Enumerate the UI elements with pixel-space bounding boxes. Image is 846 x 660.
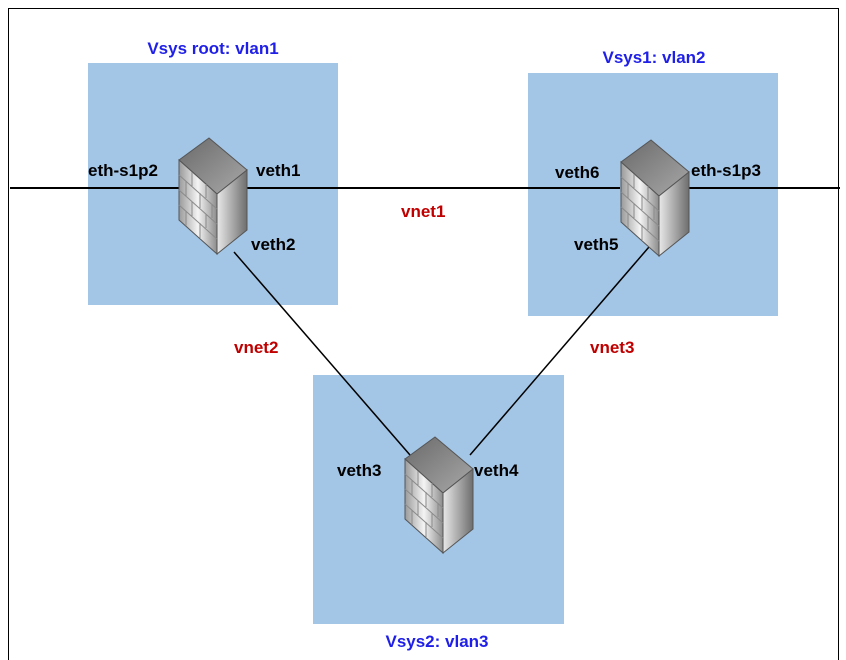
vnet1-label: vnet1 [401,202,445,221]
vnet2-label: vnet2 [234,338,278,357]
iface-veth6: veth6 [555,163,599,182]
iface-veth5: veth5 [574,235,618,254]
iface-eth-s1p3: eth-s1p3 [691,161,761,180]
iface-eth-s1p2: eth-s1p2 [88,161,158,180]
iface-veth1: veth1 [256,161,300,180]
vsys2-title: Vsys2: vlan3 [385,632,488,651]
vnet3-link [469,239,656,456]
vsys-root-title: Vsys root: vlan1 [147,39,278,58]
vnet2-link [233,251,411,456]
vsys1-title: Vsys1: vlan2 [602,48,705,67]
iface-veth4: veth4 [474,461,519,480]
vnet3-label: vnet3 [590,338,634,357]
iface-veth3: veth3 [337,461,381,480]
diagram-frame [8,8,839,660]
iface-veth2: veth2 [251,235,295,254]
